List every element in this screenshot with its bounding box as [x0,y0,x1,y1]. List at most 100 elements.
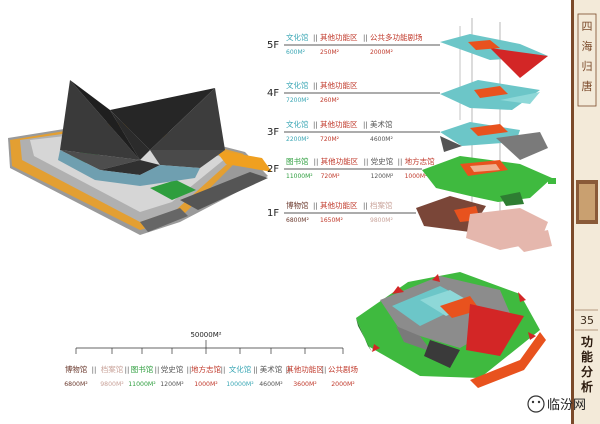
tree-item-area: 1000M² [194,381,218,388]
separator: || [313,34,318,42]
separator: || [313,121,318,129]
sidebar-border [571,0,574,424]
floor-number: 4F [267,88,279,99]
floor-2f-notch [548,178,556,184]
separator: || [155,366,160,374]
floor-item-area: 1650M² [320,217,343,224]
sidebar: 四海归唐 35 功能分析 [571,0,600,424]
wechat-icon-eye [537,400,541,404]
front-steps [140,208,188,232]
separator: || [125,366,130,374]
arrow-marker [372,344,380,352]
floor-5f-theatre [490,48,548,78]
floor-item-area: 720M² [320,136,340,143]
tree-item-name: 美术馆 [260,364,283,374]
tree-item-area: 10000M² [226,381,254,388]
right-wing [215,150,272,172]
tree-item-area: 6800M² [64,381,88,388]
arrow-marker [518,292,526,302]
roof-panel [60,80,140,160]
floor-item-name: 公共多功能剧场 [370,32,423,42]
wechat-icon-eye [531,400,535,404]
side-steps [180,172,268,210]
floor-number: 3F [267,127,279,138]
wechat-icon [527,395,545,413]
floor-item-area: 1200M² [371,173,394,180]
tree-item-area: 11000M² [128,381,156,388]
arrow-marker [528,332,536,340]
floor-item-area: 260M² [320,97,340,104]
separator: || [363,202,368,210]
sidebar-ornament-inner [579,184,595,220]
roof-panel [110,88,215,150]
floor-item-name: 美术馆 [370,119,393,129]
floor-item-name: 其他功能区 [321,156,359,166]
floor-item-area: 6800M² [286,217,309,224]
watermark-text: 临汾网 [547,398,586,413]
tree-item-area: 4600M² [259,381,283,388]
floor-2f-party-hist [500,192,524,206]
sidebar-title-box [577,13,597,107]
floor-item-name: 档案馆 [370,200,393,210]
floor-number: 1F [267,208,279,219]
floor-item-name: 博物馆 [286,200,309,210]
floor-3f-gallery [496,132,548,160]
floor-label-2f: 2F图书馆11000M²||其他功能区720M²||党史馆1200M²||地方志… [267,156,435,180]
sidebar-bottom-title: 功能分析 [581,334,593,394]
tree-item-name: 其他功能区 [286,364,324,374]
tree-item-name: 文化馆 [229,364,252,374]
assembled-theatre [466,304,524,356]
floor-4f-wing [500,92,540,104]
floor-4f-core [474,86,508,98]
floor-item-area: 2000M² [370,49,393,56]
floor-item-name: 其他功能区 [320,200,358,210]
floor-item-name: 党史馆 [371,156,394,166]
roof-panel [150,88,225,150]
separator: || [322,366,327,374]
assembled-orange-edge [470,332,546,388]
floor-3f-edge [440,136,462,152]
watermark: 临汾网 [527,395,586,413]
glass-curtain [58,150,200,186]
separator: || [313,82,318,90]
separator: || [187,366,192,374]
floor-item-name: 文化馆 [286,119,309,129]
separator: || [253,366,258,374]
roof-panel [150,150,225,168]
separator: || [398,158,403,166]
total-area: 50000M² [190,331,221,339]
floor-2f-void [470,164,500,172]
green-strip [150,180,196,200]
assembled-dark-facade [424,340,460,368]
tree-item-name: 公共剧场 [328,365,358,374]
floor-1f-archive-wing [510,230,552,252]
tree-item-name: 博物馆 [65,364,88,374]
floor-3f-core [470,124,508,136]
separator: || [363,34,368,42]
tree-item-area: 3600M² [293,381,317,388]
floor-item-name: 图书馆 [286,156,309,166]
separator: || [314,158,319,166]
separator: || [364,158,369,166]
building-perspective [8,80,272,235]
floor-item-name: 其他功能区 [320,119,358,129]
page-number: 35 [580,314,594,327]
tree-item-area: 9800M² [100,381,124,388]
floor-label-list: 5F文化馆600M²||其他功能区250M²||公共多功能剧场2000M²4F文… [267,32,440,224]
separator: || [92,366,97,374]
floor-item-name: 其他功能区 [320,80,358,90]
floor-5f-core [468,40,500,50]
tree-item-name: 党史馆 [161,364,184,374]
floor-item-area: 250M² [320,49,340,56]
arrow-marker [392,286,404,294]
floor-item-area: 1000M² [405,173,428,180]
separator: || [286,366,291,374]
tree-item-area: 1200M² [160,381,184,388]
floor-item-name: 地方志馆 [405,156,435,166]
floor-item-name: 其他功能区 [320,32,358,42]
exploded-floors [416,18,556,252]
tree-item-area: 2000M² [331,381,355,388]
